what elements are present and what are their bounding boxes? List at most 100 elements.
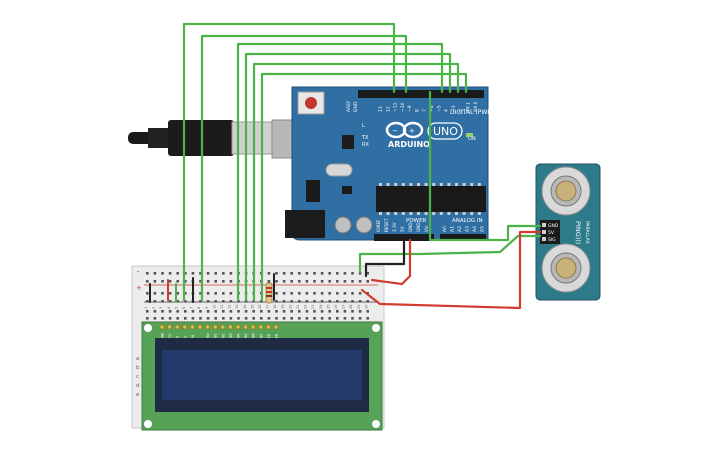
lcd-pin[interactable] [265,324,272,330]
breadboard-hole[interactable] [313,280,316,283]
lcd-display[interactable]: GNDVCCV0RSRWEDB0DB1DB2DB3DB4DB5DB6DB7LED… [141,321,383,431]
breadboard-hole[interactable] [184,317,187,320]
breadboard-hole[interactable] [199,310,202,313]
wire-green-d3[interactable] [252,62,460,302]
breadboard-hole[interactable] [222,292,225,295]
breadboard-hole[interactable] [146,292,149,295]
wire-black-gnd[interactable] [364,238,406,278]
breadboard-hole[interactable] [290,292,293,295]
breadboard-hole[interactable] [244,317,248,320]
breadboard-hole[interactable] [176,317,179,320]
breadboard-hole[interactable] [206,272,210,275]
lcd-pin[interactable] [250,324,256,330]
breadboard-hole[interactable] [336,280,339,283]
breadboard-hole[interactable] [199,300,202,303]
wire-red-sensor-5v[interactable] [360,230,542,310]
power-pin-header[interactable] [374,234,434,241]
breadboard-hole[interactable] [275,300,278,303]
breadboard-hole[interactable] [298,310,301,313]
breadboard-hole[interactable] [229,300,233,303]
breadboard-hole[interactable] [168,317,172,320]
breadboard-hole[interactable] [153,300,157,303]
breadboard-hole[interactable] [328,300,331,303]
lcd-pin[interactable] [159,324,165,330]
breadboard-hole[interactable] [252,310,255,313]
breadboard-hole[interactable] [168,310,172,313]
breadboard-hole[interactable] [366,272,369,275]
breadboard-hole[interactable] [206,317,210,320]
breadboard-hole[interactable] [343,280,347,283]
lcd-pin[interactable] [273,324,279,330]
breadboard-hole[interactable] [153,317,157,320]
breadboard-hole[interactable] [260,317,263,320]
breadboard-hole[interactable] [320,317,324,320]
breadboard-hole[interactable] [282,272,286,275]
breadboard-hole[interactable] [366,310,369,313]
breadboard-hole[interactable] [282,280,286,283]
breadboard-hole[interactable] [320,280,324,283]
breadboard-hole[interactable] [260,310,263,313]
breadboard-hole[interactable] [282,317,286,320]
breadboard-hole[interactable] [336,292,339,295]
breadboard-hole[interactable] [343,272,347,275]
breadboard-hole[interactable] [320,310,324,313]
breadboard-hole[interactable] [229,280,233,283]
breadboard-hole[interactable] [161,300,164,303]
breadboard-hole[interactable] [237,310,240,313]
breadboard-hole[interactable] [290,310,293,313]
breadboard-hole[interactable] [343,292,347,295]
lcd-pin[interactable] [212,324,218,330]
wire-green-d12[interactable] [182,22,396,302]
breadboard-hole[interactable] [168,300,172,303]
breadboard-hole[interactable] [184,292,187,295]
breadboard-hole[interactable] [267,272,271,275]
breadboard-hole[interactable] [343,310,347,313]
breadboard-hole[interactable] [176,292,179,295]
breadboard-hole[interactable] [199,280,202,283]
breadboard-hole[interactable] [336,272,339,275]
wires[interactable] [149,22,542,310]
breadboard-hole[interactable] [366,280,369,283]
breadboard-hole[interactable] [282,292,286,295]
breadboard-hole[interactable] [244,300,248,303]
breadboard-hole[interactable] [328,272,331,275]
breadboard-hole[interactable] [146,310,149,313]
digital-pin-header[interactable] [358,90,484,98]
breadboard-hole[interactable] [343,317,347,320]
breadboard-hole[interactable] [153,272,157,275]
breadboard-hole[interactable] [298,292,301,295]
breadboard-hole[interactable] [222,272,225,275]
sensor-pin[interactable] [542,237,546,241]
breadboard-hole[interactable] [351,292,354,295]
lcd-pin[interactable] [166,324,173,330]
breadboard-hole[interactable] [313,272,316,275]
breadboard-hole[interactable] [313,310,316,313]
breadboard-hole[interactable] [313,292,316,295]
lcd-pin[interactable] [182,324,188,330]
breadboard-hole[interactable] [206,280,210,283]
resistor[interactable] [265,282,273,304]
breadboard-hole[interactable] [305,280,309,283]
breadboard-hole[interactable] [336,300,339,303]
breadboard-hole[interactable] [275,310,278,313]
breadboard-hole[interactable] [366,300,369,303]
breadboard-hole[interactable] [222,300,225,303]
breadboard-hole[interactable] [343,300,347,303]
breadboard-hole[interactable] [351,317,354,320]
breadboard-hole[interactable] [305,300,309,303]
breadboard-hole[interactable] [237,317,240,320]
breadboard-hole[interactable] [146,280,149,283]
lcd-pin[interactable] [204,324,211,330]
sensor-pin[interactable] [542,230,546,234]
wire-green-sensor-gnd[interactable] [358,234,542,274]
breadboard-hole[interactable] [351,300,354,303]
breadboard-hole[interactable] [214,300,217,303]
wire-green-sensor-sig[interactable] [428,90,542,242]
lcd-pin[interactable] [258,324,264,330]
breadboard-hole[interactable] [313,317,316,320]
breadboard-hole[interactable] [351,272,354,275]
breadboard-hole[interactable] [328,292,331,295]
breadboard-hole[interactable] [366,317,369,320]
breadboard-hole[interactable] [358,272,362,275]
